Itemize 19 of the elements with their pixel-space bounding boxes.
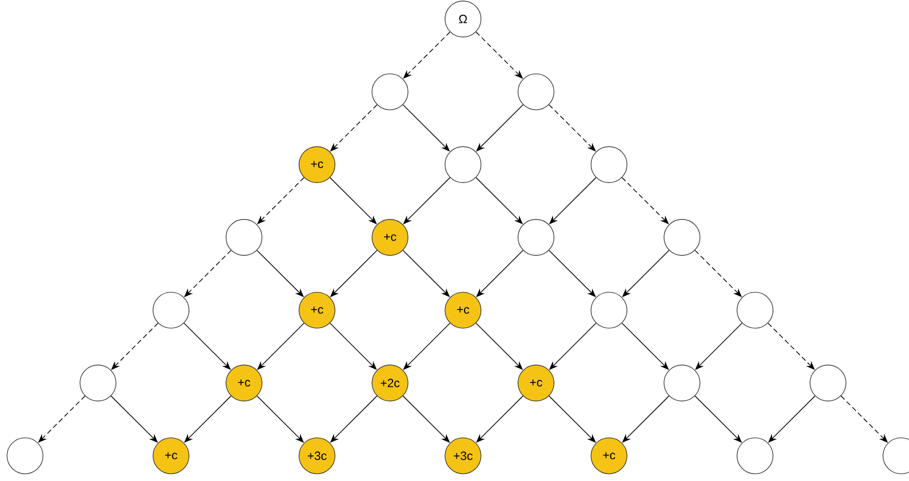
empty-circle bbox=[80, 364, 116, 402]
empty-circle bbox=[444, 146, 482, 183]
empty-circle bbox=[226, 219, 262, 256]
empty-circle bbox=[590, 292, 628, 329]
empty-circle bbox=[590, 146, 628, 183]
empty-circle bbox=[810, 364, 846, 402]
empty-circle bbox=[736, 437, 774, 474]
arrow bbox=[549, 177, 596, 224]
arrow bbox=[622, 177, 669, 224]
empty-circle bbox=[664, 219, 700, 256]
empty-circle bbox=[152, 292, 190, 329]
empty-circle bbox=[664, 364, 700, 402]
empty-circle bbox=[372, 73, 408, 110]
arrow bbox=[403, 177, 450, 224]
empty-circle bbox=[6, 437, 44, 474]
arrow bbox=[257, 177, 304, 224]
empty-circle bbox=[736, 292, 774, 329]
empty-circle bbox=[518, 219, 554, 256]
empty-circle bbox=[518, 73, 554, 110]
